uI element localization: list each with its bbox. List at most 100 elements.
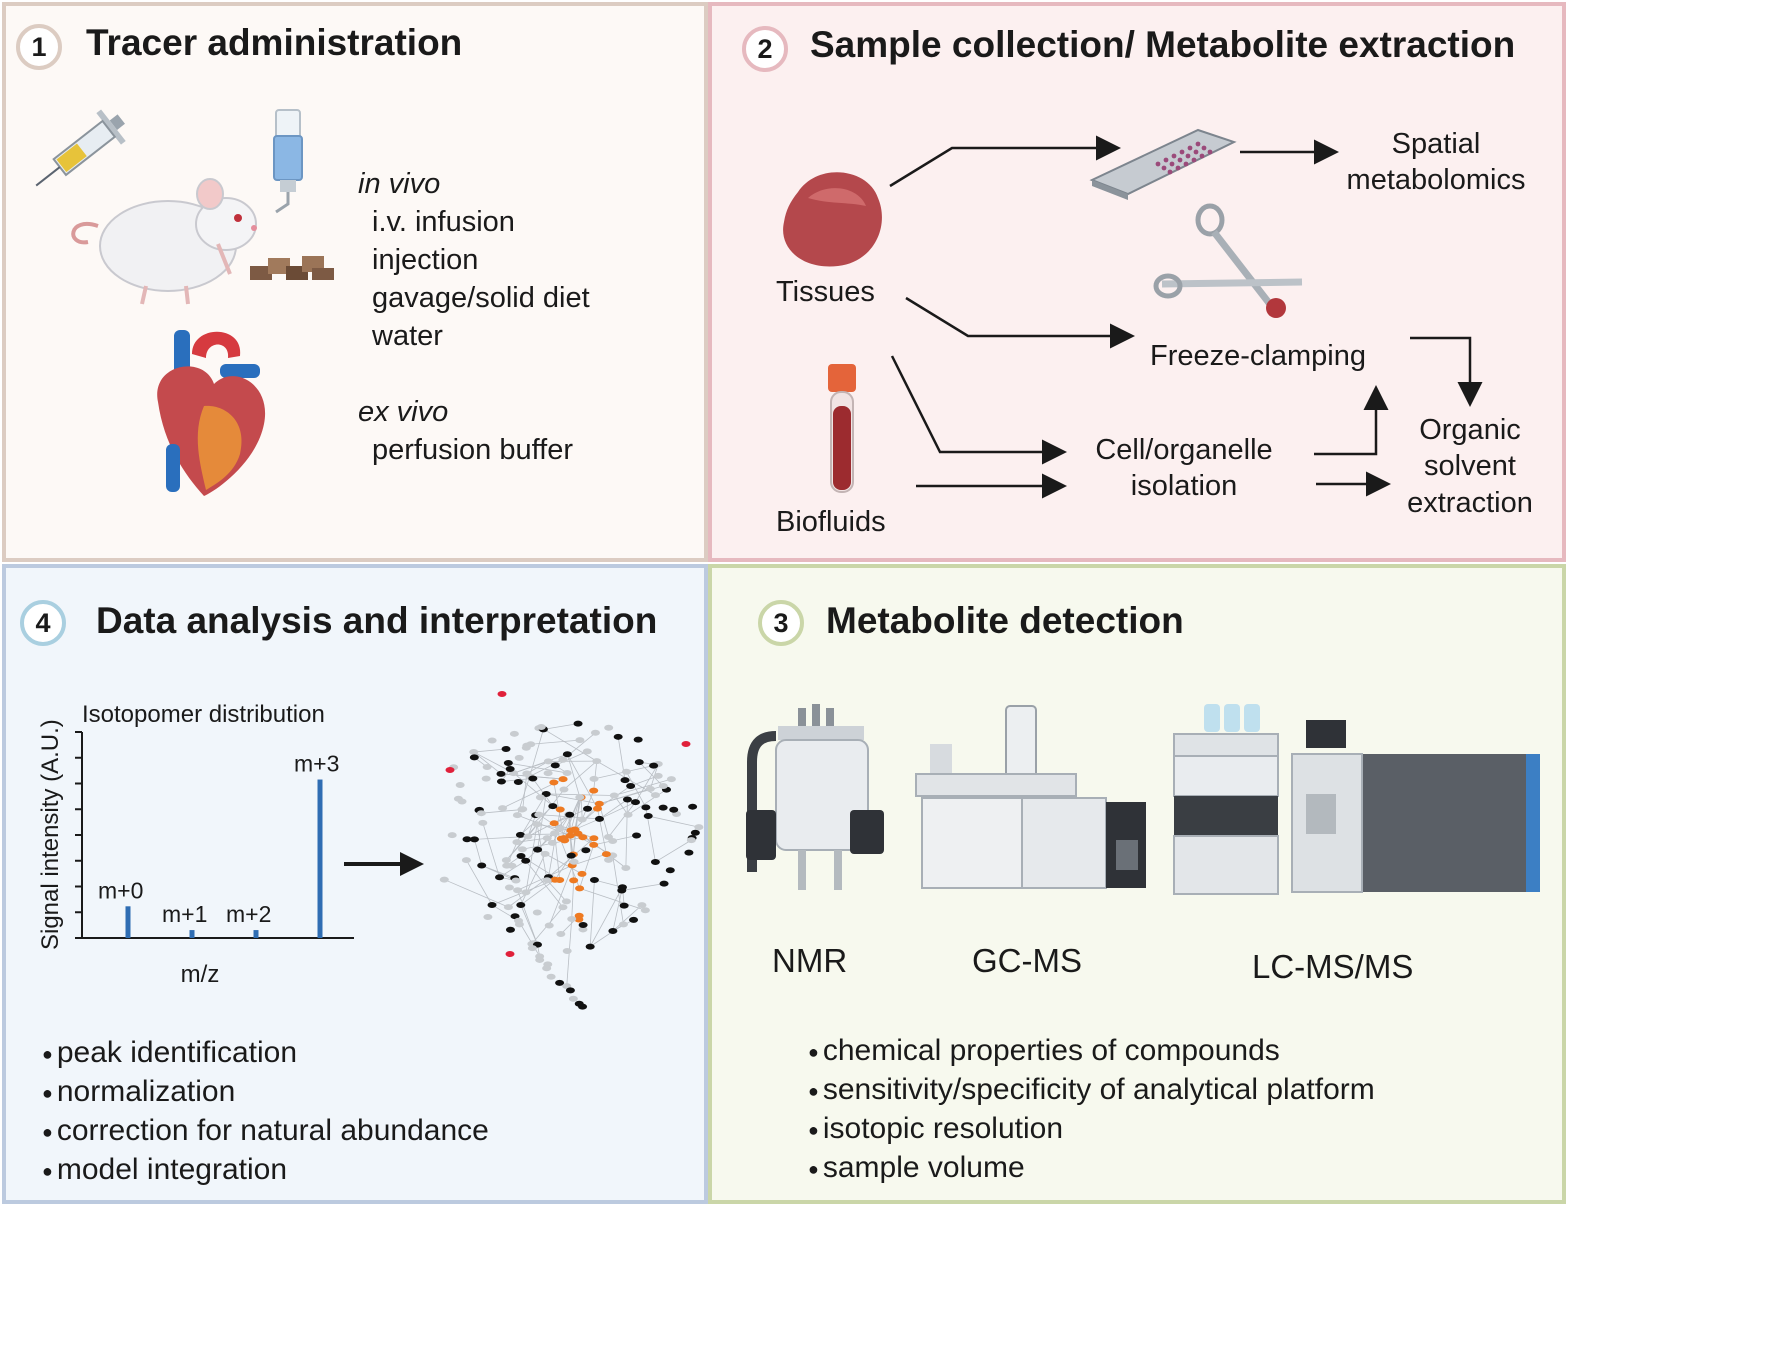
network-node [518, 806, 528, 813]
network-node [547, 839, 557, 846]
network-node [503, 759, 513, 766]
network-node [589, 775, 599, 782]
network-node [540, 850, 550, 857]
network-node [594, 815, 604, 822]
network-node [512, 812, 522, 819]
network-node [558, 756, 568, 763]
mouse-icon [71, 178, 257, 305]
route-item: perfusion buffer [372, 434, 573, 466]
network-node [541, 790, 551, 797]
network-node [533, 846, 543, 853]
network-node [503, 904, 513, 911]
network-node [684, 849, 694, 856]
bar-label: m+1 [162, 901, 207, 927]
network-node [558, 776, 568, 783]
network-node [641, 804, 651, 811]
network-node [516, 901, 526, 908]
blood-tube-icon [828, 364, 856, 493]
network-node [453, 795, 463, 802]
network-node [512, 839, 522, 846]
network-node [653, 772, 663, 779]
network-node [621, 864, 631, 871]
network-node [562, 751, 572, 758]
panel-sample-collection: 2 Sample collection/ Metabolite extracti… [708, 2, 1566, 562]
network-node [542, 877, 552, 884]
network-node [495, 874, 505, 881]
network-node [623, 811, 633, 818]
network-node [515, 831, 525, 838]
network-node [658, 804, 668, 811]
network-node [501, 857, 511, 864]
network-node [562, 947, 572, 954]
route-item: water [372, 320, 443, 352]
network-node [559, 786, 569, 793]
heart-icon [157, 330, 266, 496]
network-node [487, 737, 497, 744]
network-node [650, 792, 660, 799]
network-node [477, 862, 487, 869]
detection-considerations-list: chemical properties of compounds sensiti… [808, 1032, 1375, 1188]
route-item: injection [372, 244, 479, 276]
network-node [496, 770, 506, 777]
freeze-clamping-label: Freeze-clamping [1150, 340, 1366, 372]
network-node [555, 825, 565, 832]
network-node [549, 820, 559, 827]
network-node [555, 876, 565, 883]
network-node [505, 765, 515, 772]
network-node [528, 775, 538, 782]
network-node [510, 913, 520, 920]
panel-title: Sample collection/ Metabolite extraction [810, 24, 1516, 65]
list-item: sample volume [808, 1149, 1375, 1188]
network-node [690, 829, 700, 836]
network-node [582, 748, 592, 755]
list-item: correction for natural abundance [42, 1112, 489, 1151]
network-node [482, 763, 492, 770]
network-node [633, 736, 643, 743]
network-node [555, 806, 565, 813]
network-node [594, 800, 604, 807]
network-node [549, 779, 559, 786]
network-node [643, 813, 653, 820]
network-edges [444, 723, 699, 987]
water-bottle-icon [273, 109, 303, 214]
in-vivo-heading: in vivo [358, 168, 441, 200]
x-axis-label: m/z [181, 961, 220, 988]
step-number-badge: 1 [16, 24, 62, 70]
network-node [481, 775, 491, 782]
network-node [630, 799, 640, 806]
network-node [618, 921, 628, 928]
network-node [665, 867, 675, 874]
network-node-highlight [445, 767, 455, 773]
bar-label: m+3 [294, 751, 339, 777]
network-node [585, 943, 595, 950]
network-node [513, 779, 523, 786]
network-node [439, 876, 449, 883]
network-node [590, 729, 600, 736]
food-pellets-icon [250, 256, 334, 280]
isotopomer-chart: Isotopomer distribution Signal intensity… [37, 701, 354, 988]
network-node [694, 824, 704, 831]
instrument-label-nmr: NMR [772, 942, 848, 979]
network-node [542, 965, 552, 972]
network-node [565, 987, 575, 994]
network-node [622, 796, 632, 803]
bar-label: m+2 [226, 901, 271, 927]
bar-mplus0 [125, 906, 131, 938]
network-node [447, 832, 457, 839]
network-node [569, 858, 579, 865]
tissue-icon [783, 172, 882, 267]
network-node [608, 837, 618, 844]
network-node [546, 973, 556, 980]
network-node [517, 846, 527, 853]
network-node [550, 762, 560, 769]
network-node [502, 862, 512, 869]
network-node [589, 877, 599, 884]
network-node [608, 927, 618, 934]
network-node [543, 758, 553, 765]
network-node [565, 811, 575, 818]
network-node [496, 778, 506, 785]
network-node [567, 916, 577, 923]
network-node [532, 821, 542, 828]
